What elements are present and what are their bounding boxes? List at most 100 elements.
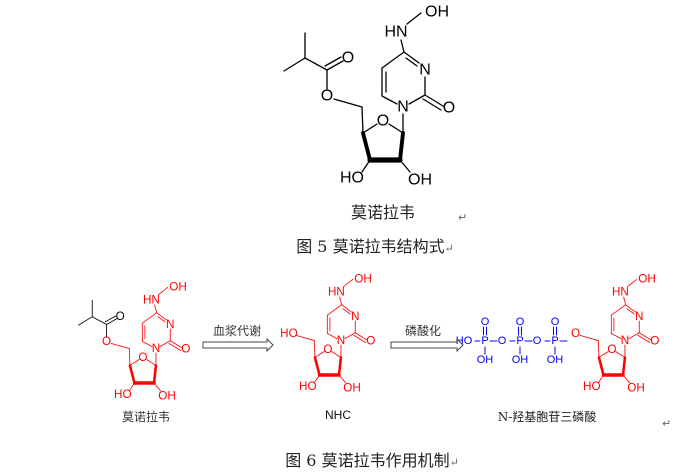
metabolism-arrow — [202, 337, 274, 353]
atom-label: O — [138, 351, 147, 364]
bond — [342, 308, 351, 315]
bond — [362, 123, 378, 134]
atom-label: HN — [612, 285, 629, 298]
atom-label: OH — [425, 4, 449, 21]
atom-label: HN — [384, 24, 407, 41]
bond — [622, 374, 630, 384]
atom-label: O — [498, 335, 507, 347]
atom-label: OH — [169, 280, 187, 293]
o5-label: O — [321, 88, 333, 105]
bond — [313, 340, 316, 358]
bond — [129, 359, 140, 366]
bond — [341, 304, 352, 313]
atom-label: OH — [158, 390, 176, 403]
fig6-compound1-label: 莫诺拉韦 — [121, 410, 171, 424]
bond — [159, 340, 171, 348]
bond — [398, 131, 405, 162]
bond — [610, 332, 622, 340]
fig6-caption-text: 图 6 莫诺拉韦作用机制 — [285, 451, 450, 470]
fig6-compound2-label: NHC — [325, 408, 351, 422]
carbonyl-oxygen-label: O — [116, 310, 125, 323]
bond — [326, 304, 343, 316]
bond — [326, 60, 344, 71]
bond — [110, 342, 130, 349]
atom-label: OH — [408, 172, 432, 189]
bond — [615, 351, 626, 358]
bond — [104, 315, 117, 323]
atom-label: O — [181, 343, 190, 356]
o5-label: O — [102, 335, 111, 348]
bond — [295, 334, 315, 341]
bond — [141, 340, 153, 348]
bond — [324, 56, 342, 67]
bond — [314, 351, 325, 358]
bond — [610, 304, 627, 316]
atom-label: O — [377, 113, 389, 130]
atom-label: HO — [456, 335, 473, 347]
atom-label: N — [635, 310, 643, 323]
atom-label: O — [533, 335, 542, 347]
fig6-caption: 图 6 莫诺拉韦作用机制↵ — [285, 447, 459, 471]
atom-label: OH — [512, 354, 529, 366]
atom-label: O — [481, 316, 490, 328]
bond — [405, 57, 418, 67]
bond — [343, 279, 354, 288]
bond — [627, 279, 638, 288]
bond — [621, 356, 627, 377]
bond — [157, 316, 166, 323]
fig5-compound-label: 莫诺拉韦 — [350, 203, 416, 222]
bond — [597, 356, 605, 377]
bond — [388, 123, 404, 134]
bond — [354, 332, 368, 341]
atom-label: OH — [477, 354, 494, 366]
atom-label: N — [351, 310, 359, 323]
bond — [313, 356, 321, 377]
arrow2-label: 磷酸化 — [404, 324, 442, 338]
bond — [637, 334, 651, 343]
bond — [625, 304, 636, 313]
bond — [422, 98, 442, 111]
atom-label: HO — [583, 380, 601, 393]
bond — [399, 159, 411, 173]
bond — [146, 359, 157, 366]
atom-label: HO — [340, 170, 364, 187]
o5-label: O — [571, 327, 580, 340]
bond — [128, 348, 131, 366]
fig5-caption: 图 5 莫诺拉韦结构式↵ — [296, 233, 454, 257]
bond — [579, 334, 599, 341]
bond — [91, 316, 107, 325]
bond — [361, 131, 372, 162]
bond — [154, 304, 158, 314]
fig6-compound3-label: N-羟基胞苷三磷酸 — [497, 410, 597, 424]
bond — [152, 364, 158, 385]
bond — [313, 374, 320, 384]
paragraph-mark: ↵ — [458, 211, 468, 224]
atom-label: O — [443, 100, 455, 117]
atom-label: OH — [354, 272, 372, 285]
atom-label: O — [323, 343, 332, 356]
bond — [406, 12, 422, 25]
atom-label: HO — [299, 380, 317, 393]
bond — [333, 98, 363, 108]
bond — [339, 296, 343, 306]
bond — [638, 332, 652, 341]
atom-label: O — [607, 343, 616, 356]
bond — [128, 382, 135, 392]
paragraph-mark: ↵ — [449, 456, 459, 469]
fig5-caption-text: 图 5 莫诺拉韦结构式 — [296, 237, 445, 256]
bond — [597, 374, 604, 384]
bond — [106, 318, 118, 325]
atom-label: N — [337, 334, 345, 347]
bond — [153, 382, 161, 392]
bond — [128, 364, 136, 385]
paragraph-mark: ↵ — [662, 417, 672, 430]
bond — [626, 308, 635, 315]
atom-label: O — [551, 316, 560, 328]
atom-label: N — [166, 318, 174, 331]
bond — [168, 342, 182, 351]
